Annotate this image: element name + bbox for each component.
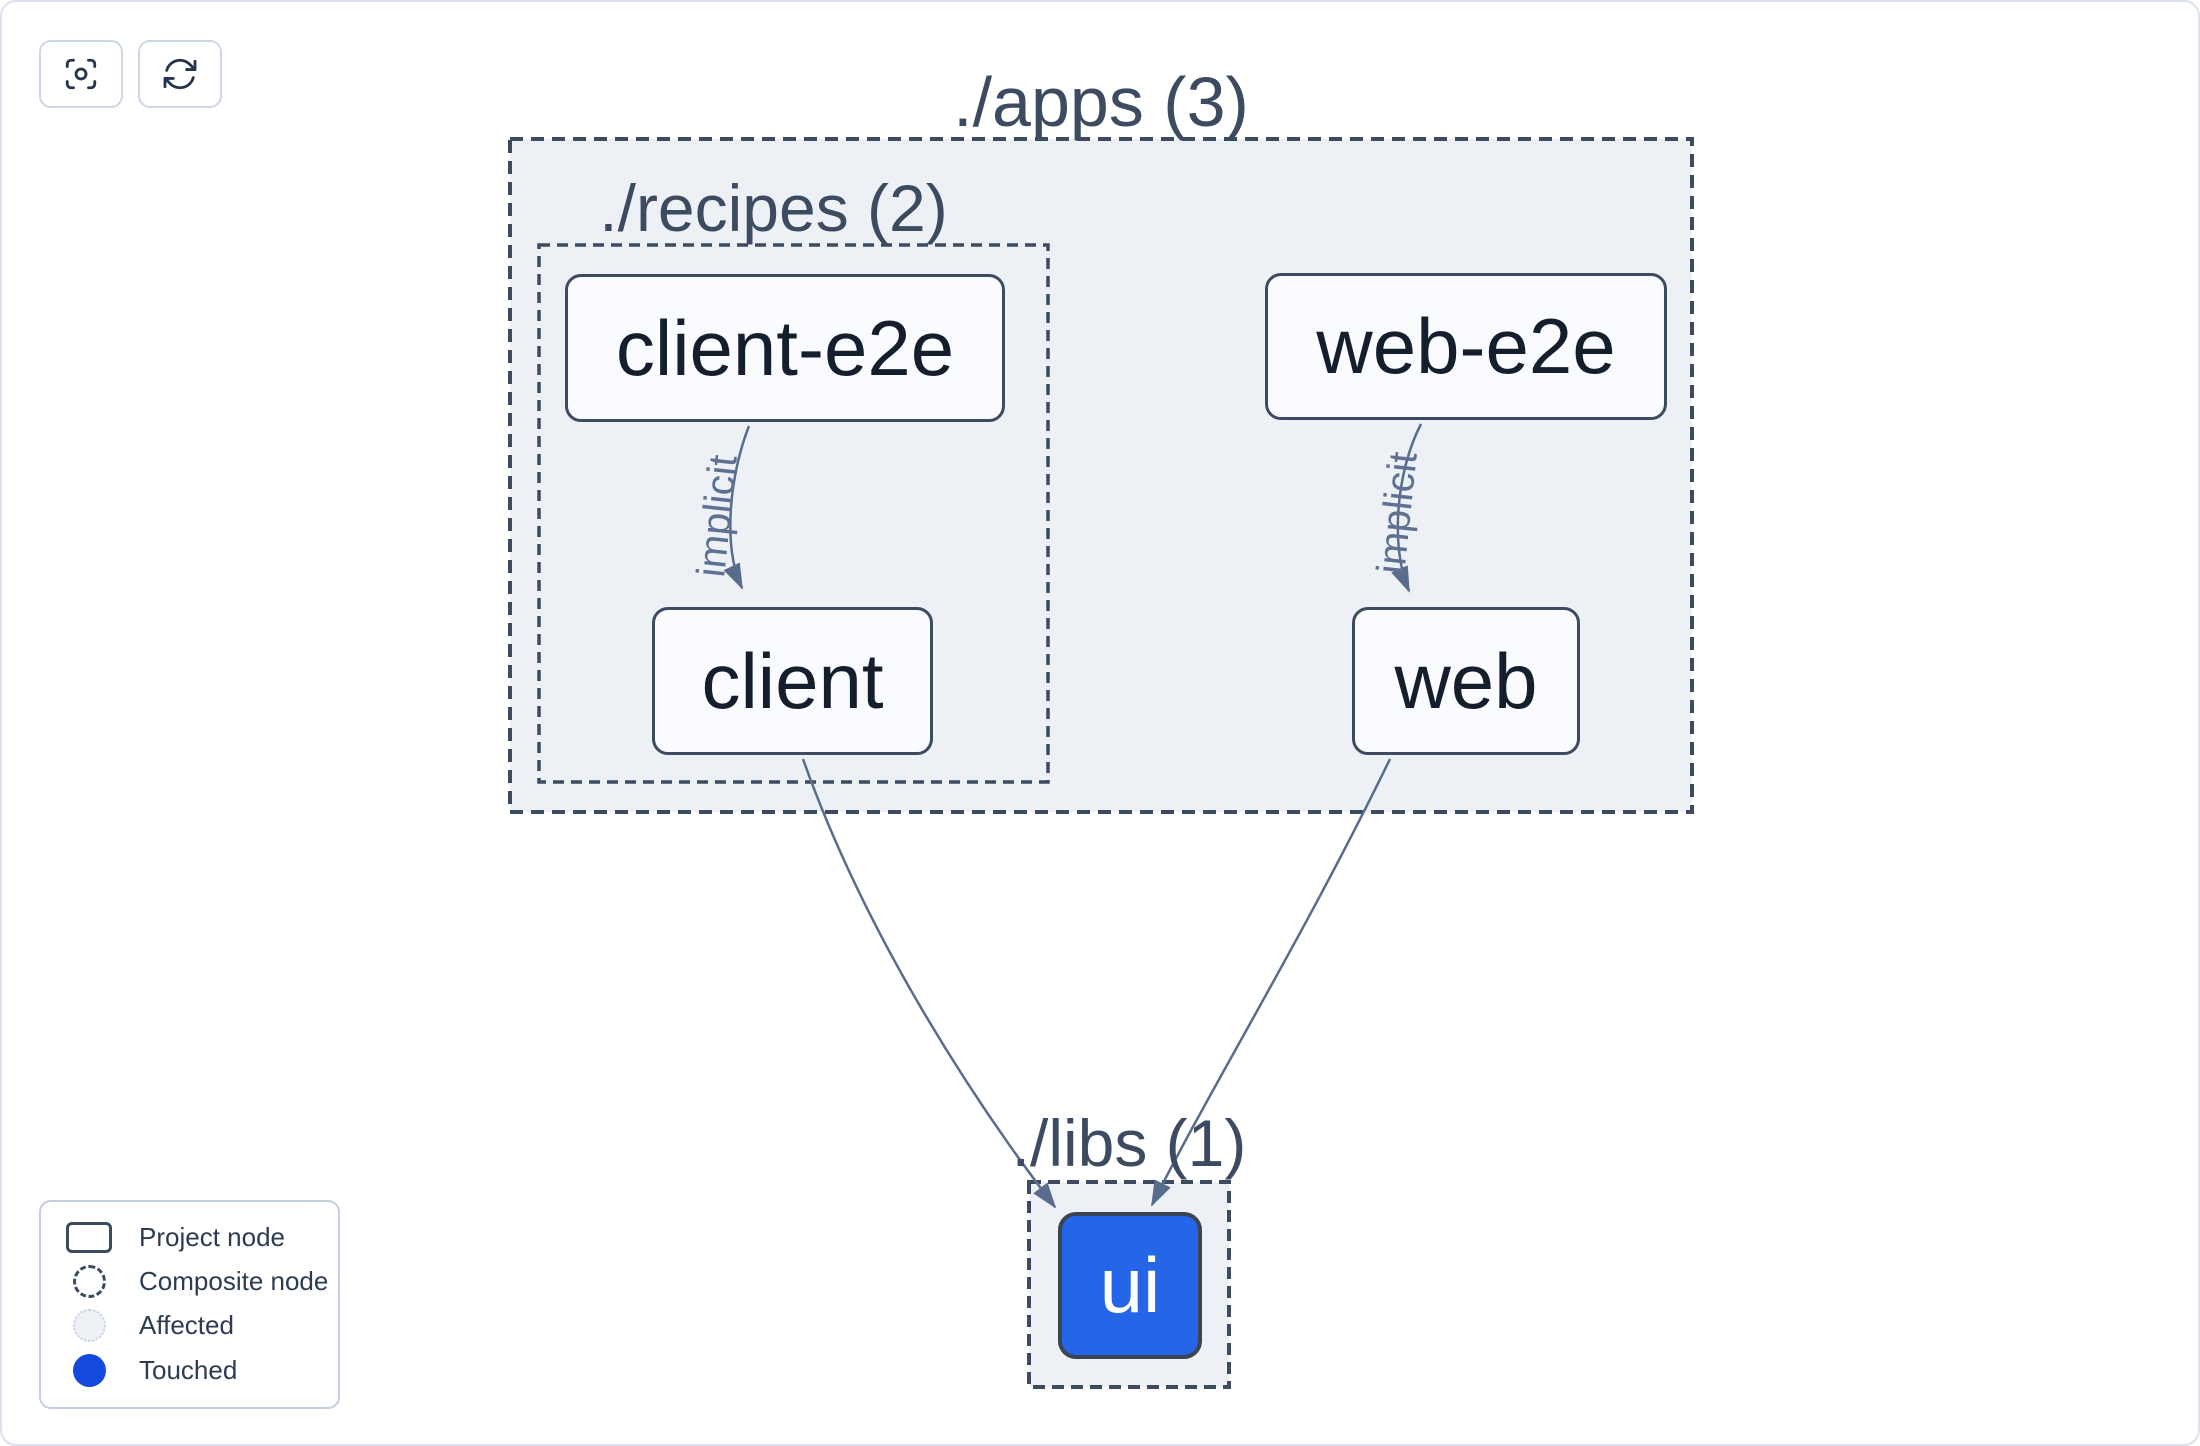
- edge-client-e2e-to-client[interactable]: [723, 425, 751, 590]
- edge-client-to-ui[interactable]: [801, 758, 1057, 1209]
- legend-item-composite-node: Composite node: [41, 1264, 338, 1298]
- legend-label: Composite node: [139, 1265, 329, 1296]
- center-graph-button[interactable]: [39, 40, 123, 108]
- apps-group-label[interactable]: ./apps (3): [953, 63, 1249, 141]
- recipes-group-label[interactable]: ./recipes (2): [599, 171, 948, 245]
- affected-symbol: [63, 1309, 115, 1343]
- legend-label: Touched: [139, 1355, 238, 1386]
- edge-web-e2e-to-web[interactable]: [1391, 423, 1423, 593]
- viewfinder-circle-icon: [65, 58, 97, 90]
- touched-symbol: [63, 1354, 115, 1388]
- node-web[interactable]: web: [1352, 607, 1580, 755]
- project-node-symbol: [63, 1221, 115, 1253]
- edge-web-to-ui[interactable]: [1150, 758, 1392, 1207]
- libs-group-label[interactable]: ./libs (1): [1011, 1106, 1247, 1180]
- node-web-e2e[interactable]: web-e2e: [1265, 273, 1667, 420]
- composite-node-symbol: [63, 1264, 115, 1298]
- node-ui[interactable]: ui: [1058, 1212, 1202, 1359]
- legend-item-project-node: Project node: [41, 1221, 338, 1253]
- legend-label: Affected: [139, 1310, 234, 1341]
- refresh-icon: [163, 58, 197, 90]
- refresh-button[interactable]: [138, 40, 222, 108]
- node-client-e2e[interactable]: client-e2e: [565, 274, 1005, 422]
- legend-item-affected: Affected: [41, 1309, 338, 1343]
- node-client[interactable]: client: [652, 607, 933, 755]
- legend-item-touched: Touched: [41, 1354, 338, 1388]
- legend-label: Project node: [139, 1221, 285, 1252]
- legend-panel: Project node Composite node Affected Tou…: [39, 1200, 340, 1409]
